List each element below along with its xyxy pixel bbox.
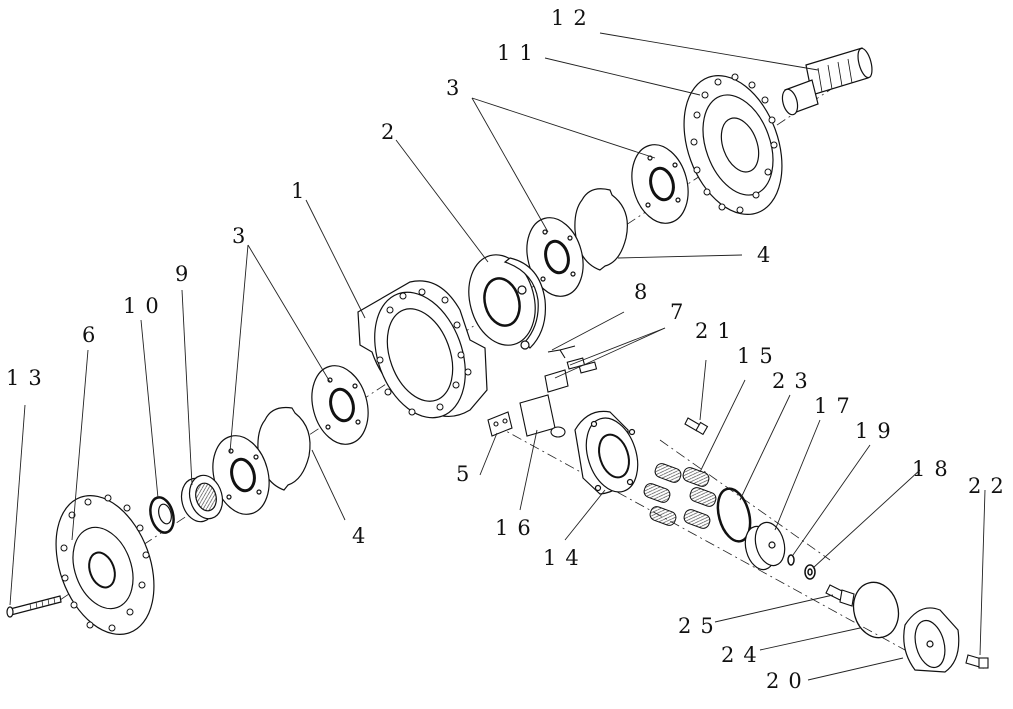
callout-15: 15	[737, 344, 782, 368]
part-12-splined-shaft	[781, 47, 873, 116]
part-19-ring	[787, 554, 795, 566]
callout-20: 20	[766, 669, 811, 693]
part-3-friction-disc-lower-a	[311, 365, 369, 445]
leader-lines	[9, 32, 986, 681]
callout-5: 5	[456, 462, 479, 486]
part-3-friction-disc-lower-b	[212, 435, 270, 515]
callout-13: 13	[6, 366, 51, 390]
callout-6: 6	[82, 323, 105, 347]
part-15-springs	[643, 463, 717, 529]
part-9-bearing	[180, 474, 224, 523]
callout-23: 23	[772, 369, 817, 393]
part-14-piston-housing	[574, 410, 639, 495]
callout-22: 22	[968, 474, 1013, 498]
callout-25: 25	[678, 614, 723, 638]
part-6-end-cover	[55, 494, 155, 635]
callout-17: 17	[814, 394, 859, 418]
part-20-end-cap	[903, 607, 960, 673]
callout-19: 19	[855, 419, 900, 443]
part-24-o-ring	[852, 581, 900, 639]
part-3-friction-disc-upper-a	[631, 144, 689, 224]
part-5-pin-bracket	[487, 411, 513, 437]
part-18-washer	[804, 564, 816, 580]
callout-1: 1	[291, 179, 314, 203]
callout-21: 21	[695, 319, 740, 343]
part-25-bolt	[825, 584, 855, 607]
part-22-screw	[965, 654, 989, 669]
callout-8: 8	[634, 280, 657, 304]
callout-3-upper: 3	[446, 76, 469, 100]
part-4-separator-plate-upper	[574, 188, 628, 271]
part-10-seal	[149, 496, 175, 534]
callout-24: 24	[721, 643, 766, 667]
part-13-long-bolt	[6, 595, 62, 618]
callout-12: 12	[551, 6, 596, 30]
part-3-friction-disc-upper-b	[526, 217, 584, 297]
part-17-piston	[744, 521, 786, 571]
callout-16: 16	[495, 516, 540, 540]
callout-14: 14	[543, 546, 588, 570]
callout-18: 18	[912, 457, 957, 481]
part-1-main-housing	[357, 280, 488, 419]
part-7-pins	[544, 357, 598, 393]
callout-2: 2	[381, 120, 404, 144]
callout-11: 11	[497, 41, 542, 65]
part-16-cam-shaft	[519, 394, 566, 438]
callout-3-lower: 3	[232, 224, 255, 248]
part-8-spring-clip	[547, 345, 576, 359]
callout-4-upper: 4	[757, 243, 780, 267]
part-21-screw	[684, 417, 709, 436]
callout-10: 10	[123, 294, 168, 318]
part-2-caliper-housing	[468, 254, 547, 350]
callout-7: 7	[670, 300, 693, 324]
part-11-flange-plate	[683, 73, 783, 215]
part-23-o-ring	[716, 487, 752, 543]
callout-9: 9	[175, 262, 198, 286]
callout-4-lower: 4	[352, 524, 375, 548]
